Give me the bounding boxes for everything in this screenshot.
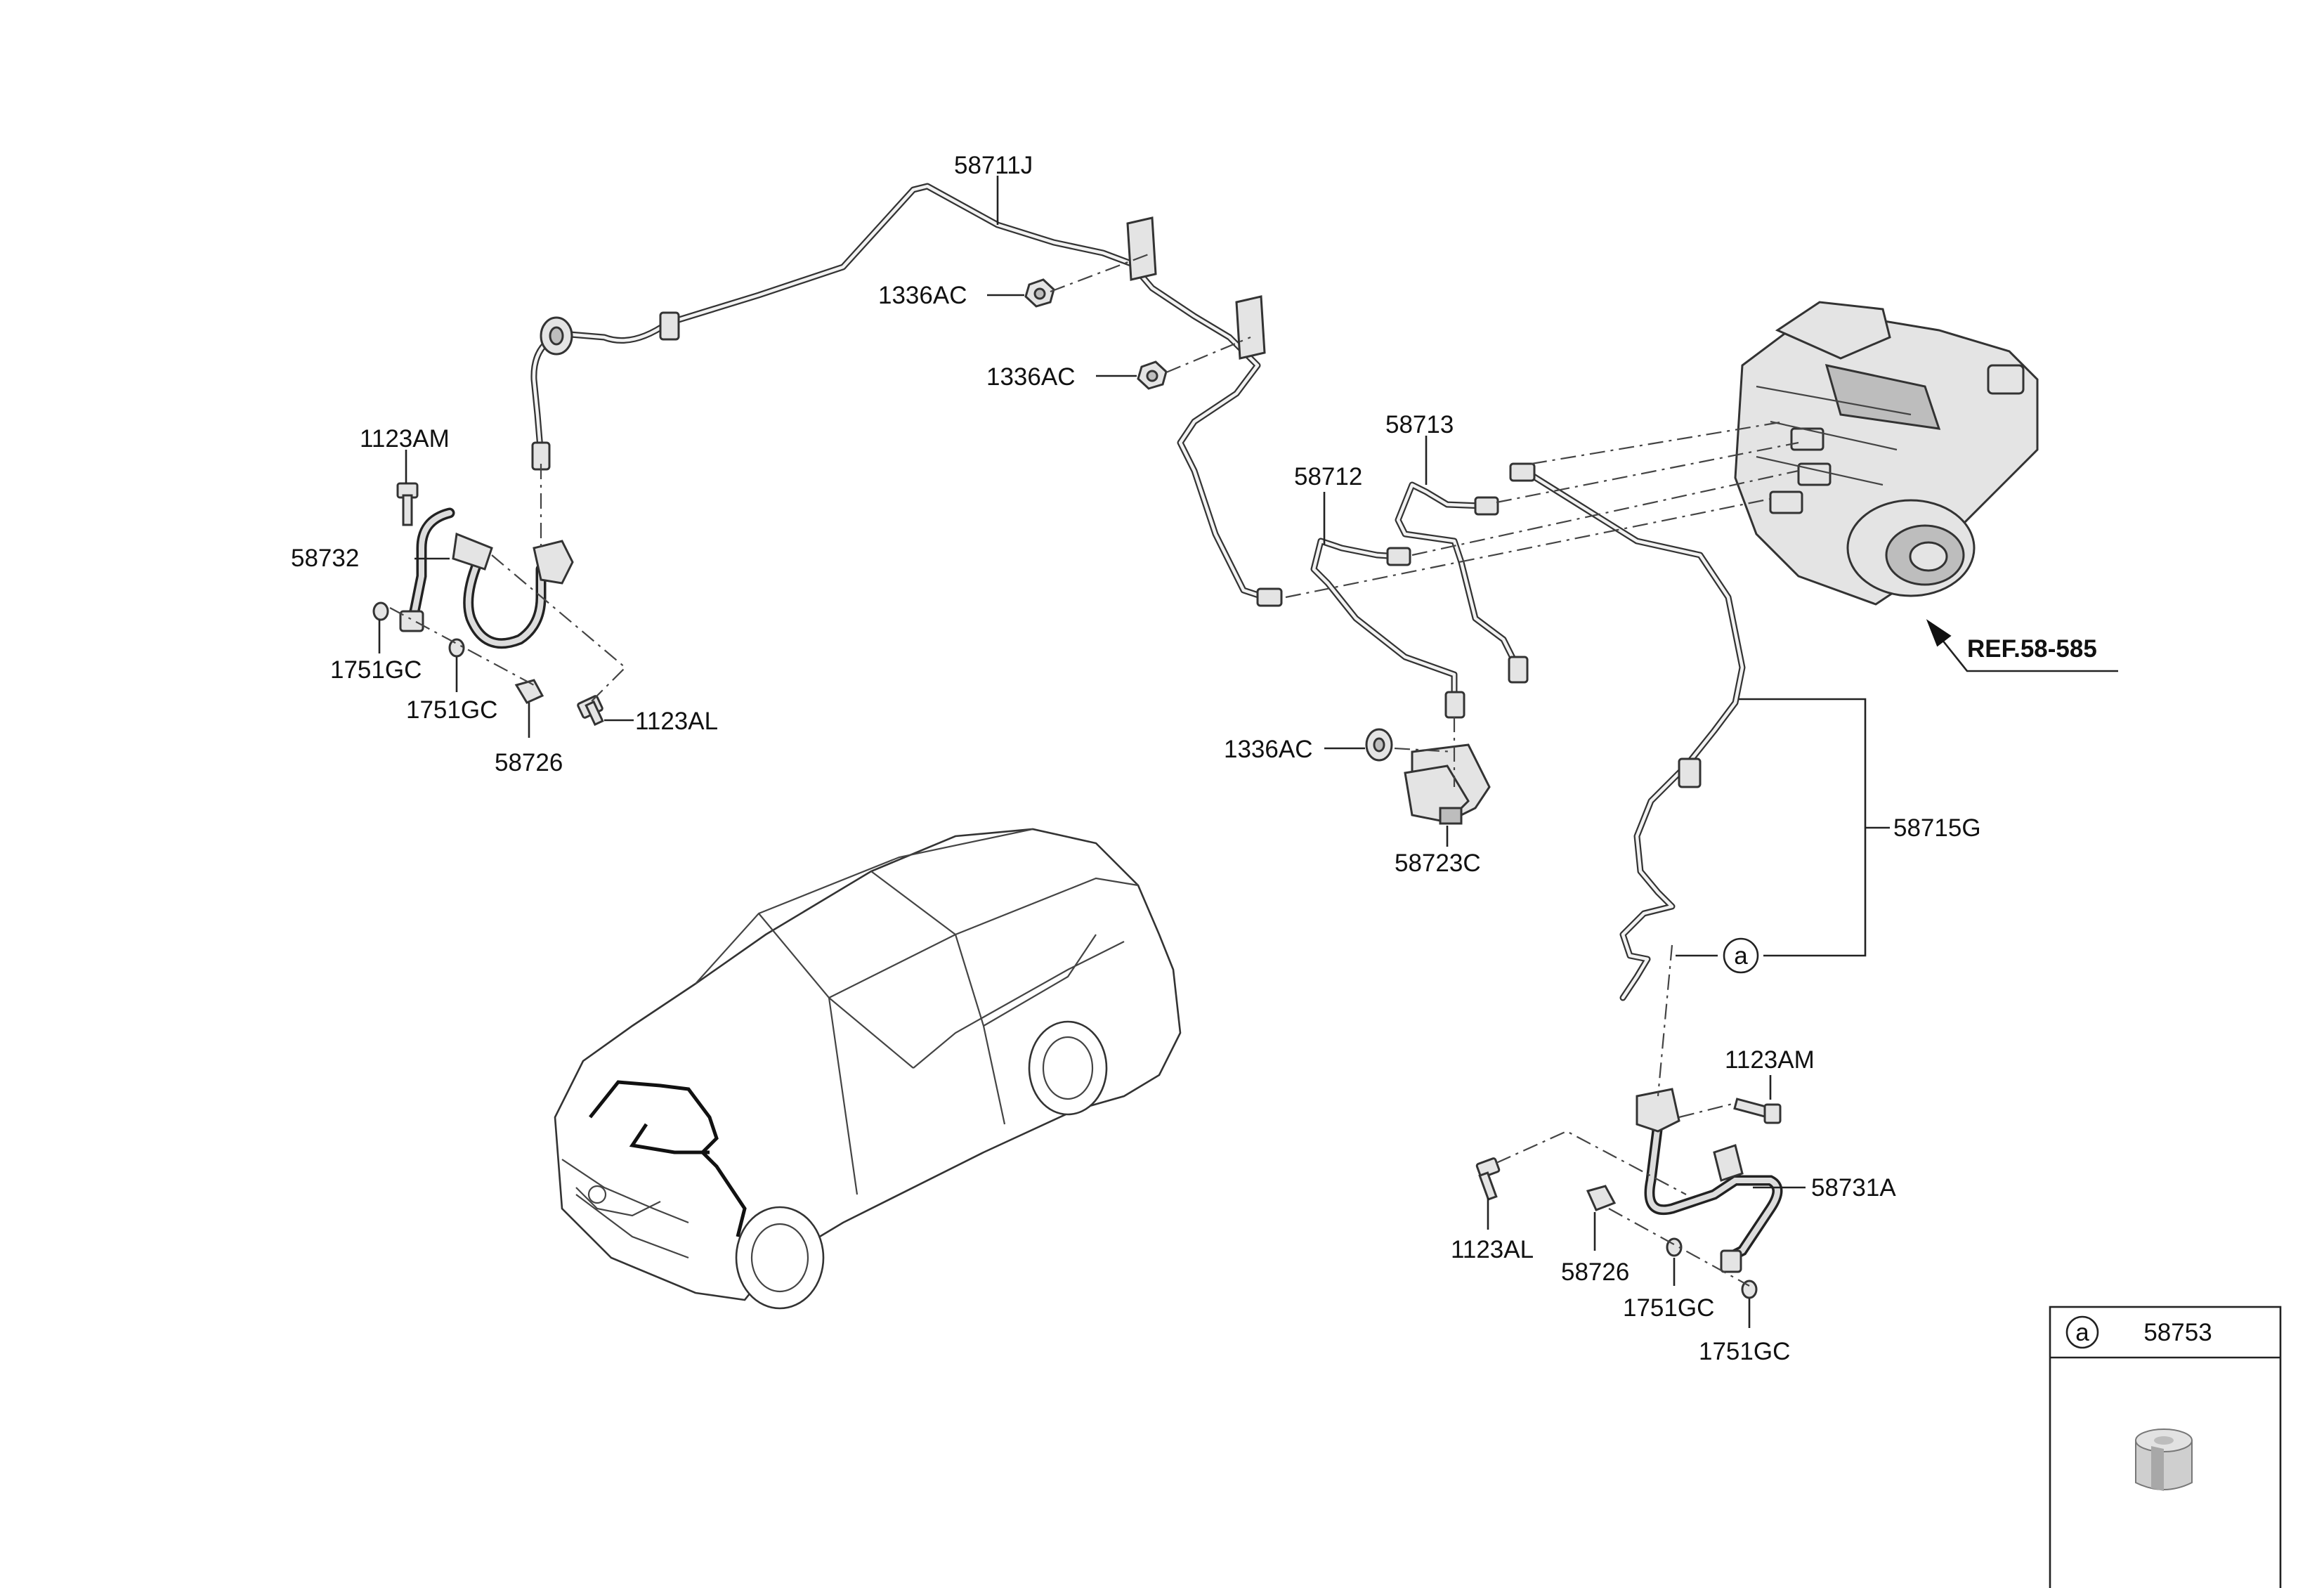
nut-1336ac-lower (1365, 728, 1393, 762)
label-58731a: 58731A (1811, 1174, 1896, 1202)
label-1123al-left: 1123AL (635, 708, 718, 735)
label-ref-58-585: REF.58-585 (1967, 635, 2097, 663)
bolt-1123am-left (396, 482, 419, 526)
label-1751gc-right-1: 1751GC (1623, 1294, 1714, 1322)
bolt-1123al-right (1475, 1157, 1501, 1201)
bolt-1123am-right (1733, 1098, 1782, 1124)
alignment-line (389, 464, 627, 703)
bolt-1123al-left (577, 695, 604, 727)
gasket-1751gc-left (372, 601, 465, 658)
label-1751gc-left-2: 1751GC (406, 696, 497, 724)
label-1123al-right: 1123AL (1451, 1236, 1534, 1263)
alignment-line (1411, 469, 1799, 557)
union-bolt-58726-right (1586, 1185, 1617, 1211)
alignment-line (1394, 717, 1456, 787)
label-1751gc-right-2: 1751GC (1699, 1338, 1790, 1365)
brake-tube-58711j (530, 183, 1283, 607)
label-58723c: 58723C (1395, 850, 1481, 877)
label-58726-right: 58726 (1561, 1258, 1629, 1286)
brake-tube-58713 (1395, 481, 1529, 684)
label-1123am-right: 1123AM (1725, 1046, 1815, 1074)
nut-1336ac-upper-2 (1137, 360, 1168, 390)
inset-part-box: a 58753 (2049, 1306, 2282, 1588)
bracket-58723c (1404, 743, 1491, 825)
alignment-line (1166, 336, 1251, 374)
leader-lines (378, 176, 2118, 1328)
label-1123am-left: 1123AM (360, 425, 450, 453)
label-58715g: 58715G (1893, 814, 1981, 842)
alignment-line (1531, 420, 1785, 465)
label-58712: 58712 (1294, 463, 1362, 490)
label-1336ac-upper-1: 1336AC (878, 282, 967, 309)
brake-tube-58715g (1509, 462, 1746, 1001)
vehicle-illustration (554, 828, 1182, 1310)
label-1336ac-lower: 1336AC (1224, 736, 1312, 763)
union-bolt-58726-left (514, 679, 544, 704)
hecu-abs-unit (1734, 301, 2039, 606)
alignment-line (1050, 252, 1153, 293)
nut-1336ac-upper-1 (1024, 278, 1055, 308)
alignment-line (1496, 441, 1799, 504)
label-1336ac-upper-2: 1336AC (986, 363, 1075, 391)
label-58726-left: 58726 (495, 749, 563, 776)
label-58713: 58713 (1385, 411, 1454, 438)
brake-tube-58712 (1310, 538, 1465, 719)
label-58732: 58732 (291, 545, 359, 572)
brake-hose-58731a (1636, 1088, 1783, 1273)
label-58711j: 58711J (954, 152, 1033, 179)
label-1751gc-left-1: 1751GC (330, 656, 422, 684)
callout-a-text: a (1734, 942, 1748, 970)
callout-a-marker: a (1723, 937, 1759, 974)
clip-58753-image (2135, 1428, 2193, 1491)
inset-part-number: 58753 (2143, 1319, 2212, 1346)
brake-hose-58732 (399, 507, 574, 649)
inset-marker-text: a (2075, 1319, 2089, 1346)
alignment-line (1285, 497, 1771, 599)
